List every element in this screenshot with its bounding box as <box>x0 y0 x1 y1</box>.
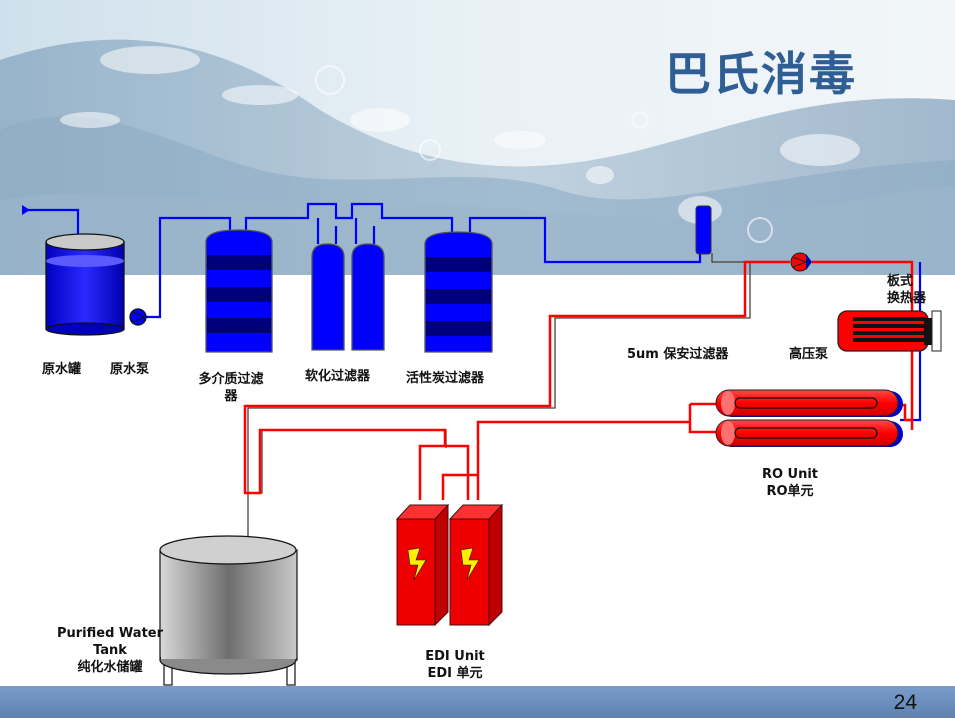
label-line: Tank <box>93 643 127 658</box>
label-line: RO单元 <box>766 484 814 499</box>
activated-carbon-filter <box>424 231 493 353</box>
label-line: 器 <box>224 389 238 404</box>
edi-unit-right <box>448 503 504 627</box>
label-line: Purified Water <box>56 626 164 641</box>
label-security-filter: 5um 保安过滤器 <box>627 347 729 362</box>
slide-title: 巴氏消毒 <box>665 47 857 101</box>
ro-unit <box>715 389 903 447</box>
security-filter <box>695 205 712 255</box>
lightning-icon <box>407 547 427 581</box>
label-high-pressure-pump: 高压泵 <box>789 347 829 362</box>
label-line: RO Unit <box>761 467 819 482</box>
label-line: EDI Unit <box>425 649 485 664</box>
label-edi-unit: EDI Unit EDI 单元 <box>410 648 500 682</box>
softener-filter-left <box>311 243 345 351</box>
label-line: 换热器 <box>887 291 927 306</box>
label-raw-water-tank: 原水罐 <box>42 362 82 377</box>
label-line: 纯化水储罐 <box>77 660 143 675</box>
label-ro-unit: RO Unit RO单元 <box>745 466 835 500</box>
hot-water-pipes <box>243 260 914 500</box>
softener-filter-right <box>351 243 385 351</box>
label-plate-heat-exchanger: 板式 换热器 <box>887 273 926 307</box>
label-softener-filter: 软化过滤器 <box>305 369 371 384</box>
label-activated-carbon-filter: 活性炭过滤器 <box>406 371 485 386</box>
inlet-arrow-icon <box>22 205 30 215</box>
booster-pump <box>790 252 812 272</box>
multimedia-filter <box>205 229 273 353</box>
label-line: 板式 <box>887 274 914 289</box>
label-purified-water-tank: Purified Water Tank 纯化水储罐 <box>55 625 165 676</box>
raw-water-pump <box>129 308 147 326</box>
raw-water-tank <box>45 233 125 336</box>
label-line: EDI 单元 <box>427 666 483 681</box>
page-number: 24 <box>893 691 917 714</box>
label-raw-water-pump: 原水泵 <box>110 362 150 377</box>
slide-footer-bar: 24 <box>0 686 955 718</box>
edi-unit-left <box>395 503 450 627</box>
label-line: 多介质过滤 <box>198 372 264 387</box>
plate-heat-exchanger <box>837 310 942 352</box>
purified-water-tank <box>159 535 298 686</box>
label-multimedia-filter: 多介质过滤 器 <box>188 371 274 405</box>
lightning-icon <box>460 547 480 581</box>
